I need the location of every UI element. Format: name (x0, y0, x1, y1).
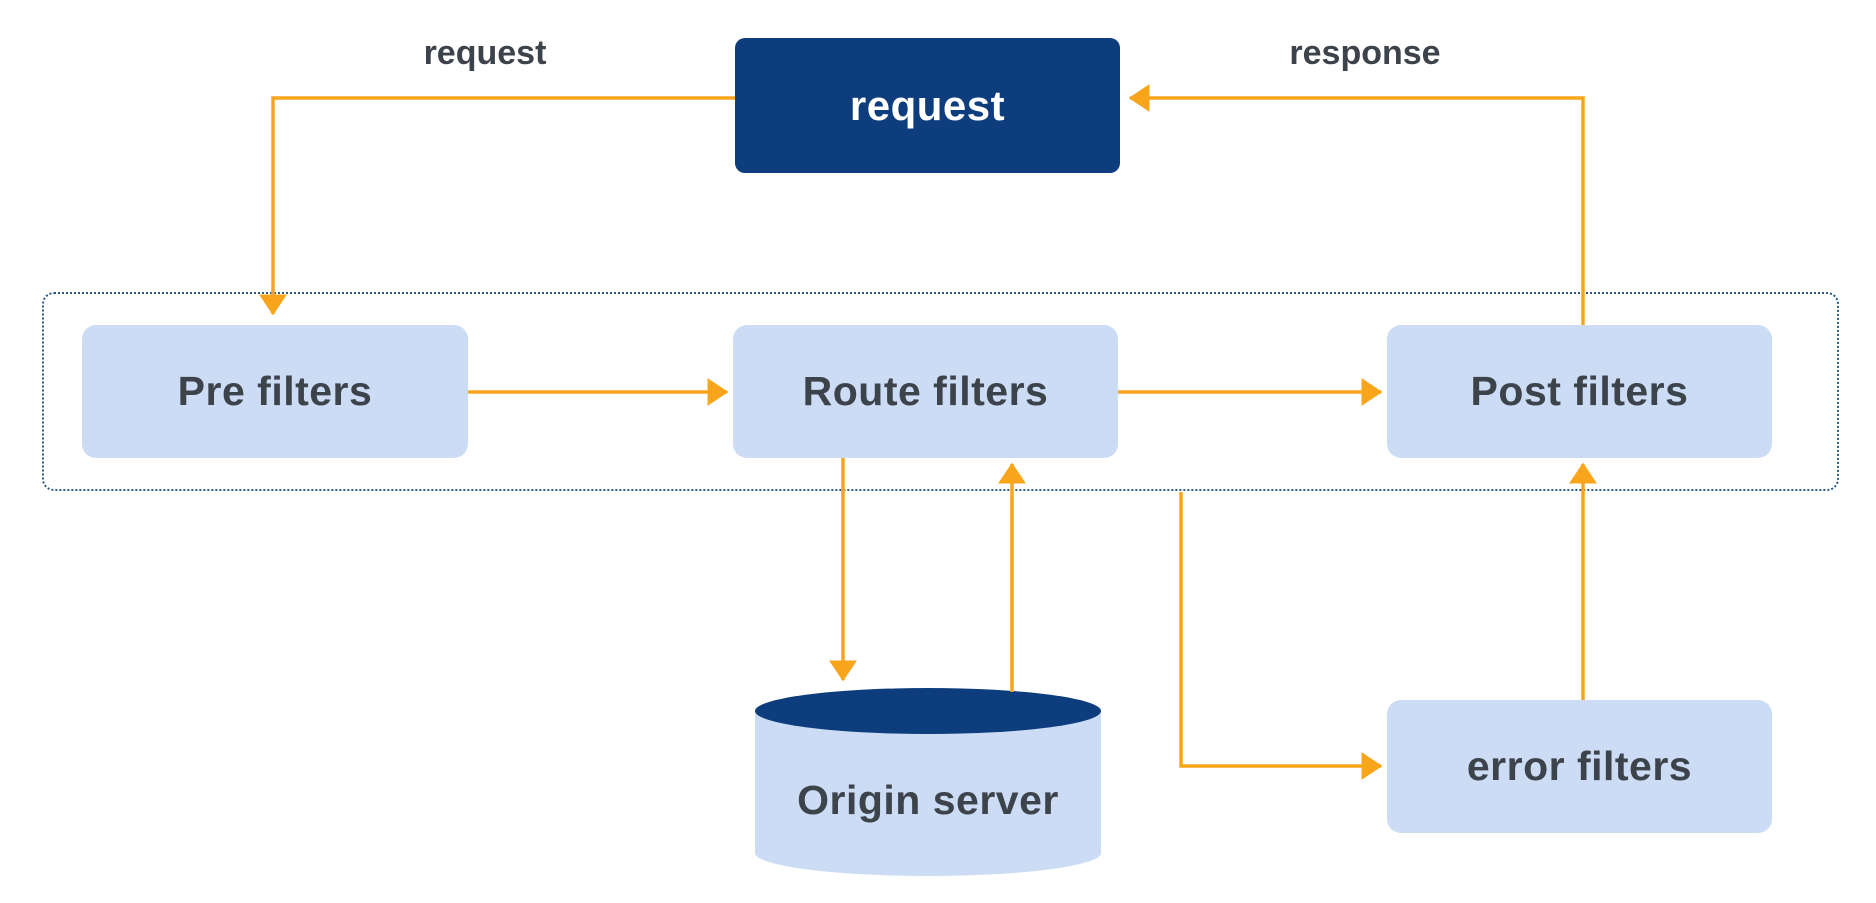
edge-container-to-error-filters (1179, 492, 1383, 780)
node-error-filters-label: error filters (1466, 743, 1693, 789)
cylinder-body (755, 711, 1101, 853)
node-route-filters: Route filters (733, 325, 1118, 458)
node-post-filters: Post filters (1387, 325, 1772, 458)
node-route-filters-label: Route filters (802, 368, 1049, 414)
node-request-label: request (849, 81, 1006, 129)
edge-label-request: request (423, 34, 547, 72)
node-error-filters: error filters (1387, 700, 1772, 833)
node-pre-filters-label: Pre filters (177, 368, 373, 414)
cylinder-top (755, 688, 1101, 734)
filter-container (42, 292, 1839, 491)
node-request: request (735, 38, 1120, 173)
edge-label-response: response (1289, 34, 1441, 72)
node-origin-server: Origin server (755, 688, 1101, 876)
node-origin-server-label: Origin server (797, 776, 1059, 823)
node-pre-filters: Pre filters (82, 325, 468, 458)
node-post-filters-label: Post filters (1470, 368, 1689, 414)
edge-request-to-pre-filters (259, 96, 735, 316)
edge-post-filters-to-request-response (1128, 84, 1585, 325)
